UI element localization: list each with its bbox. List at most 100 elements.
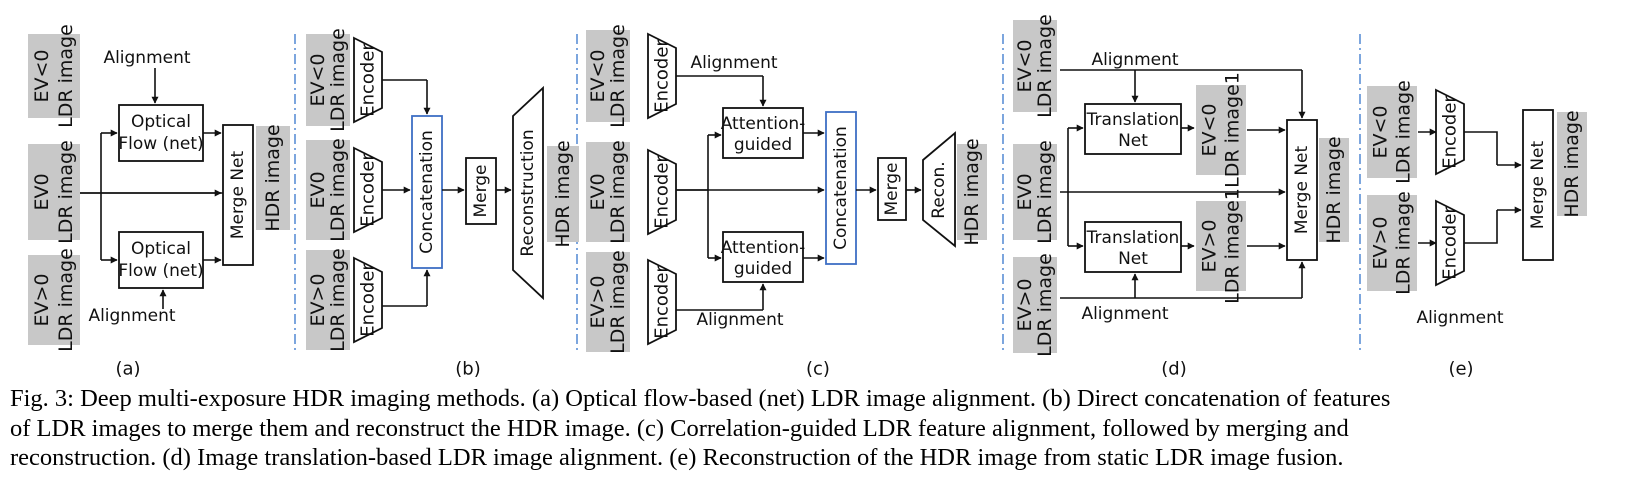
- c-img-ev-gt0-ldr: LDR image: [607, 250, 629, 354]
- figure-caption: Fig. 3: Deep multi-exposure HDR imaging …: [10, 384, 1625, 473]
- c-encoder-1: [647, 32, 677, 120]
- c-alignment-top: Alignment: [690, 53, 777, 73]
- c-attention-top: [722, 107, 804, 159]
- b-img-ev-lt0-ev: EV<0: [307, 53, 329, 106]
- d-img-ev-gt0-ev: EV>0: [1014, 278, 1036, 331]
- b-img-ev-gt0-ldr: LDR image: [327, 248, 349, 352]
- d-img1-ev-gt0-ldr: LDR image1: [1222, 188, 1244, 304]
- a-optical-flow-bottom-l1: Optical: [131, 239, 191, 259]
- d-img-ev-lt0: [1013, 20, 1057, 112]
- b-encoder-3-label: Encoder: [358, 263, 379, 337]
- a-optical-flow-top-l1: Optical: [131, 112, 191, 132]
- diagram-shapes: [28, 20, 1587, 353]
- a-img-ev0-ldr: LDR image: [55, 140, 77, 244]
- d-img1-ev-gt0: [1196, 201, 1246, 291]
- diagram-arrows: [80, 68, 1522, 311]
- c-attention-top-l2: guided: [734, 135, 792, 155]
- c-concatenation-label: Concatenation: [831, 126, 851, 250]
- b-encoder-2: [353, 146, 383, 234]
- a-optical-flow-top-l2: Flow (net): [118, 134, 203, 154]
- b-reconstruction: [512, 85, 544, 301]
- panel-label-c: (c): [806, 359, 830, 380]
- b-merge: [465, 157, 497, 225]
- d-translation-top-l1: Translation: [1086, 110, 1180, 130]
- c-merge: [877, 157, 907, 221]
- a-merge-net: [222, 124, 254, 266]
- b-img-ev0-ev: EV0: [307, 171, 329, 208]
- panel-label-a: (a): [115, 359, 140, 380]
- d-img1-ev-lt0-ldr: LDR image1: [1222, 72, 1244, 188]
- c-hdr-image: [957, 144, 987, 240]
- e-merge-net-label: Merge Net: [1528, 141, 1548, 230]
- b-reconstruction-label: Reconstruction: [518, 129, 538, 256]
- d-img-ev0-ldr: LDR image: [1034, 140, 1056, 244]
- d-img-ev0: [1013, 144, 1057, 240]
- b-encoder-2-label: Encoder: [358, 153, 379, 227]
- b-merge-label: Merge: [471, 164, 491, 217]
- c-attention-bottom-l2: guided: [734, 259, 792, 279]
- b-hdr-image: [547, 146, 579, 242]
- b-img-ev0-ldr: LDR image: [327, 138, 349, 242]
- a-img-ev-lt0: [28, 34, 80, 118]
- d-img1-ev-lt0-ev: EV<0: [1199, 103, 1221, 156]
- e-img-ev-gt0: [1367, 195, 1417, 291]
- e-encoder-2-label: Encoder: [1440, 206, 1461, 280]
- d-translation-bottom: [1084, 221, 1182, 273]
- c-encoder-3: [647, 258, 677, 346]
- c-img-ev0: [586, 142, 630, 242]
- a-img-ev-gt0: [28, 255, 80, 345]
- e-line-enc2: [1464, 210, 1498, 244]
- a-optical-flow-bottom-l2: Flow (net): [118, 261, 203, 281]
- b-encoder-1-label: Encoder: [358, 43, 379, 117]
- d-img-ev-gt0-ldr: LDR image: [1034, 253, 1056, 357]
- panel-label-b: (b): [455, 359, 480, 380]
- a-img-ev-lt0-ldr: LDR image: [55, 24, 77, 128]
- c-encoder-2: [647, 148, 677, 236]
- c-img-ev0-ldr: LDR image: [607, 140, 629, 244]
- c-recon-label: Recon.: [929, 161, 949, 218]
- e-encoder-2: [1435, 199, 1465, 287]
- d-img-ev0-ev: EV0: [1014, 173, 1036, 210]
- e-img-ev-lt0: [1367, 86, 1417, 178]
- c-encoder-1-label: Encoder: [652, 39, 673, 113]
- d-hdr-image: [1319, 138, 1349, 242]
- panel-label-e: (e): [1448, 359, 1473, 380]
- e-img-ev-lt0-ev: EV<0: [1370, 105, 1392, 158]
- e-encoder-1-label: Encoder: [1440, 95, 1461, 169]
- d-translation-top-l2: Net: [1118, 131, 1148, 151]
- d-alignment-bottom: Alignment: [1081, 304, 1168, 324]
- b-img-ev0: [306, 140, 350, 240]
- b-img-ev-lt0-ldr: LDR image: [327, 28, 349, 132]
- e-img-ev-gt0-ev: EV>0: [1370, 216, 1392, 269]
- caption-line-3: reconstruction. (d) Image translation-ba…: [10, 444, 1344, 471]
- c-merge-label: Merge: [882, 162, 902, 215]
- b-encoder-3: [353, 256, 383, 344]
- d-img-ev-gt0: [1013, 257, 1057, 353]
- panel-label-d: (d): [1161, 359, 1186, 380]
- e-img-ev-gt0-ldr: LDR image: [1393, 191, 1415, 295]
- b-encoder-1: [353, 36, 383, 124]
- c-img-ev-lt0: [586, 30, 630, 122]
- e-line-enc1: [1464, 131, 1498, 165]
- a-img-ev0: [28, 144, 80, 240]
- c-attention-top-l1: Attention-: [721, 114, 806, 134]
- e-img-ev-lt0-ldr: LDR image: [1393, 80, 1415, 184]
- d-merge-net-label: Merge Net: [1292, 146, 1312, 235]
- b-img-ev-gt0: [306, 250, 350, 350]
- c-attention-bottom: [722, 231, 804, 283]
- a-alignment-bottom: Alignment: [88, 306, 175, 326]
- c-alignment-bottom: Alignment: [696, 310, 783, 330]
- c-encoder-3-label: Encoder: [652, 265, 673, 339]
- e-hdr-image: [1557, 112, 1587, 216]
- b-img-ev-lt0: [306, 34, 350, 126]
- a-img-ev-gt0-ev: EV>0: [31, 273, 53, 326]
- a-alignment-top: Alignment: [103, 48, 190, 68]
- d-translation-top: [1084, 103, 1182, 155]
- c-img-ev0-ev: EV0: [587, 173, 609, 210]
- c-img-ev-gt0-ev: EV>0: [587, 275, 609, 328]
- caption-line-1: Fig. 3: Deep multi-exposure HDR imaging …: [10, 385, 1391, 412]
- a-hdr-image: [256, 126, 290, 230]
- c-hdr-image-label: HDR image: [961, 138, 983, 245]
